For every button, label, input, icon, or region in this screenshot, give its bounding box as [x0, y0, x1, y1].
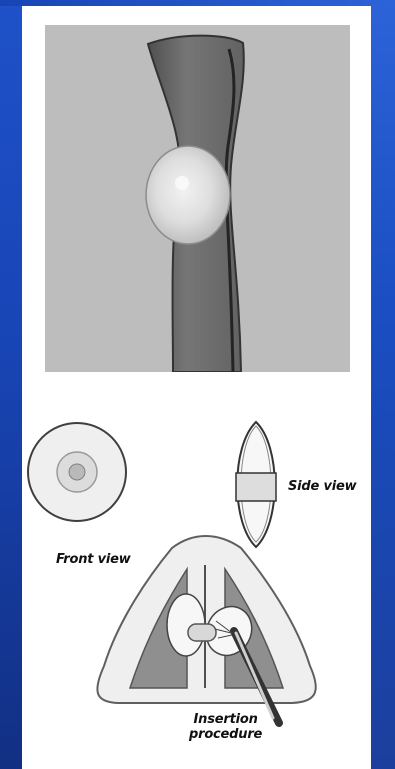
- button-connector: [188, 624, 216, 641]
- photo-button-highlight: [175, 176, 189, 190]
- photo-illustration: [45, 25, 350, 372]
- prosthesis-photo: [45, 25, 350, 372]
- diagram-svg: [22, 381, 371, 769]
- insertion-procedure-caption: Insertion procedure: [189, 712, 262, 742]
- front-view-caption: Front view: [56, 552, 131, 567]
- slide-content: Side view Front view Insertion procedure: [22, 6, 371, 769]
- left-blue-frame: [0, 0, 22, 769]
- front-view-center-hole: [69, 464, 85, 480]
- right-blue-frame: [371, 0, 395, 769]
- side-view-caption: Side view: [288, 479, 356, 494]
- diagram-area: Side view Front view Insertion procedure: [22, 381, 371, 769]
- photo-button: [146, 146, 230, 244]
- side-view-connector: [236, 473, 276, 501]
